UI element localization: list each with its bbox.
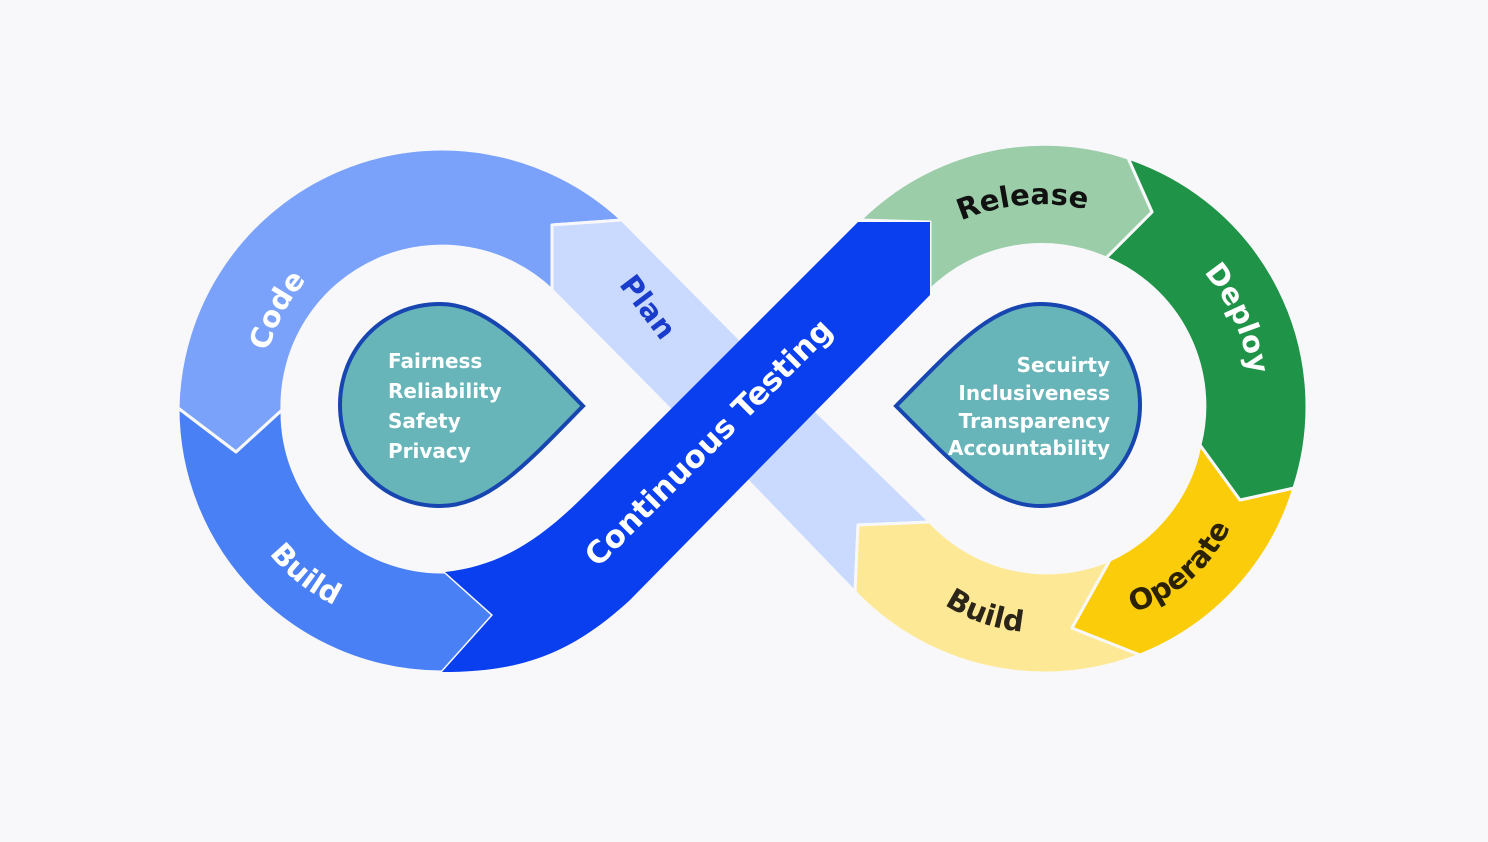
- left-center-item-3: Safety: [388, 409, 461, 433]
- release-stage-shape: [858, 142, 1154, 292]
- right-center-item-1: Secuirty: [1017, 353, 1110, 377]
- right-center-drop: [893, 301, 1143, 509]
- right-center-item-3: Transparency: [959, 409, 1110, 433]
- code-stage-shape: [176, 147, 624, 454]
- build-left-stage-shape: [176, 406, 495, 674]
- continuous-testing-band: [442, 222, 930, 672]
- left-center-item-1: Fairness: [388, 349, 482, 373]
- left-center-item-2: Reliability: [388, 379, 502, 403]
- right-center-item-2: Inclusiveness: [958, 381, 1110, 405]
- left-center-drop: [337, 301, 586, 509]
- operate-stage-shape: [1070, 443, 1296, 657]
- left-center-item-4: Privacy: [388, 439, 471, 463]
- right-center-item-4: Accountability: [948, 436, 1110, 460]
- deploy-stage-shape: [1104, 156, 1309, 502]
